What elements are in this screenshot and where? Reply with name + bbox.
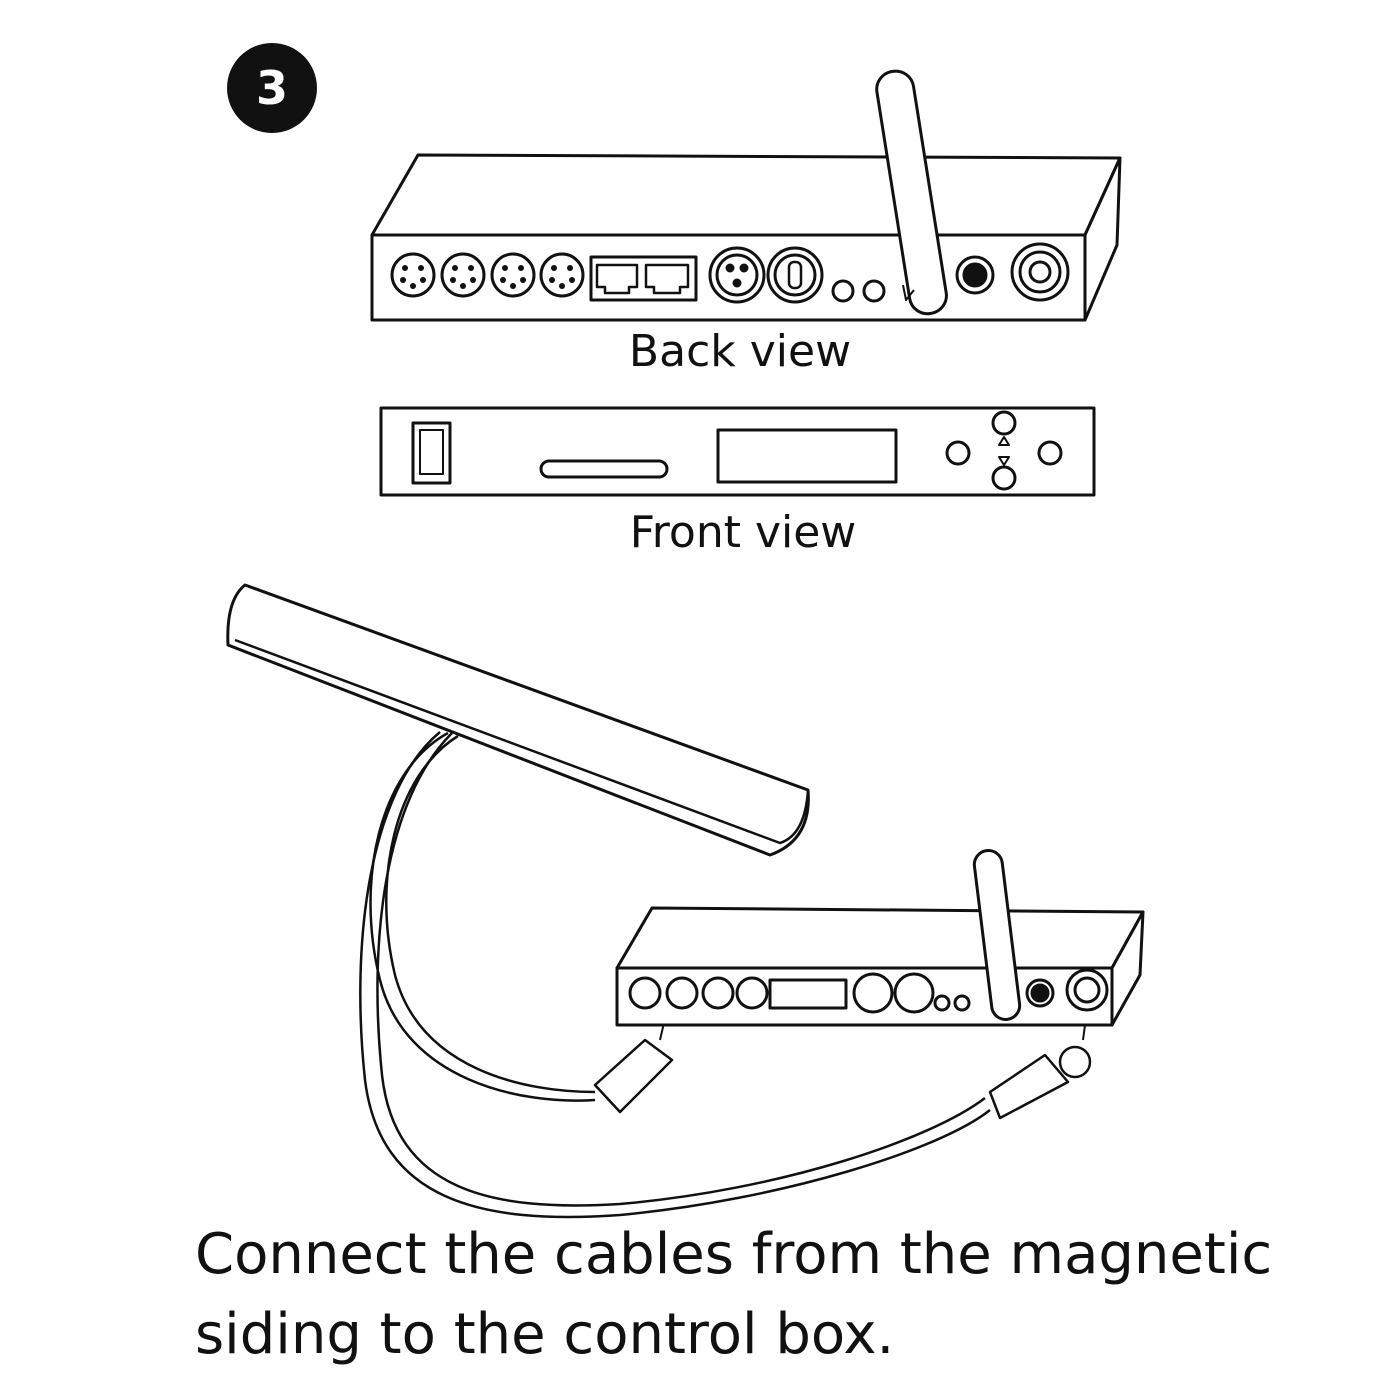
powercon-plug-icon — [988, 1053, 1070, 1120]
power-switch-icon — [411, 421, 452, 485]
back-view-label: Back view — [628, 326, 852, 377]
button-icon — [991, 465, 1017, 491]
cables — [359, 731, 1092, 1219]
display-icon — [716, 428, 898, 484]
din-plug-icon — [593, 1038, 674, 1114]
led-icon — [862, 279, 886, 303]
caption-line-1: Connect the cables from the magnetic — [195, 1222, 1273, 1287]
fuse-holder-icon — [955, 255, 995, 295]
card-slot-icon — [539, 459, 669, 479]
xlr-connector-icons — [708, 246, 824, 304]
instruction-caption: Connect the cables from the magnetic sid… — [195, 1215, 1272, 1375]
antenna-icon — [972, 849, 1022, 1021]
led-icon — [831, 279, 855, 303]
button-icon — [1037, 440, 1063, 466]
front-view-label: Front view — [629, 507, 857, 558]
din-connector-icons — [390, 252, 585, 298]
button-icon — [945, 440, 971, 466]
magnetic-siding — [226, 583, 810, 857]
powercon-connector-icon — [1010, 242, 1070, 302]
step-badge — [227, 43, 317, 133]
button-icon — [991, 410, 1017, 436]
control-box-connected — [615, 849, 1145, 1027]
step-number: 3 — [255, 61, 288, 115]
caption-line-2: siding to the control box. — [195, 1302, 895, 1367]
antenna-icon — [875, 69, 948, 316]
rj45-port-icons — [589, 255, 698, 302]
control-box-back-view — [370, 69, 1122, 322]
arrow-icons — [998, 436, 1010, 466]
control-box-front-view — [379, 406, 1096, 497]
